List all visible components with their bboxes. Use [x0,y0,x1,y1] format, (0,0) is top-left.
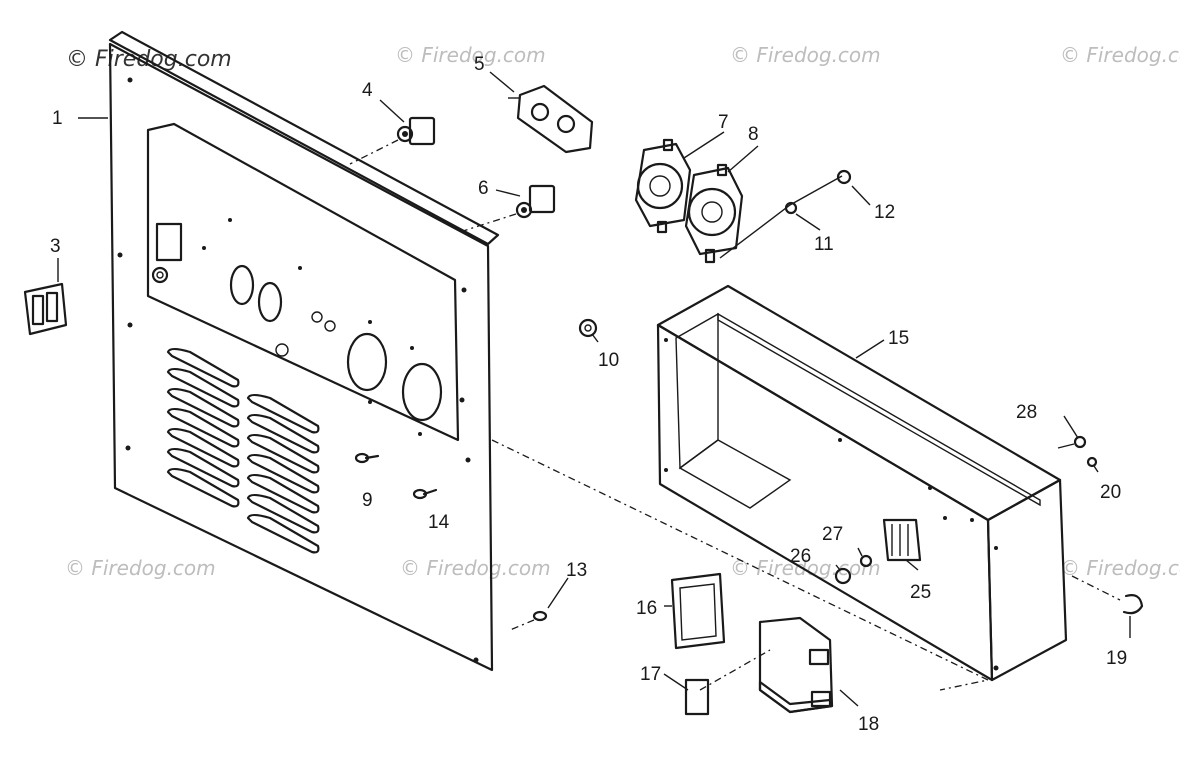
callout-6: 6 [478,178,489,199]
leader-lines [57,71,1131,707]
callout-10: 10 [598,350,619,371]
watermark-top-left: © Firedog.com [66,47,232,72]
terminal-strip [882,518,922,562]
callout-12: 12 [874,202,895,223]
callout-8: 8 [748,124,759,145]
assembly-line-panel-to-box [491,439,991,691]
grommet-19 [1071,575,1144,615]
screw-11 [784,201,798,215]
callout-27: 27 [822,524,843,545]
screw-28 [1057,435,1087,449]
mounting-bracket [699,616,834,714]
hex-nut-10 [578,318,598,338]
screw-14 [412,488,438,500]
washer-27 [859,554,873,568]
callout-3: 3 [50,236,61,257]
nut-26 [834,567,852,585]
callout-20: 20 [1100,482,1121,503]
screw-12 [836,169,852,185]
watermark-bottom-center: © Firedog.com [400,556,551,580]
clip-17 [684,678,710,716]
callout-15: 15 [888,328,909,349]
callout-4: 4 [362,80,373,101]
duplex-receptacle [508,84,594,154]
watermark-bottom-far-right: © Firedog.com [1060,556,1180,580]
rocker-switch [23,282,68,336]
callout-1: 1 [52,108,63,129]
callout-16: 16 [636,598,657,619]
watermark-top-center: © Firedog.com [395,43,546,67]
callout-13: 13 [566,560,587,581]
outlet-cover [670,572,726,650]
front-panel [108,30,500,672]
circuit-breaker-6 [459,184,556,233]
watermark-top-right: © Firedog.com [730,43,881,67]
watermark-bottom-left: © Firedog.com [65,556,216,580]
callout-9: 9 [362,490,373,511]
callout-labels: 1 3 4 5 6 7 8 9 10 11 12 13 14 15 16 17 … [50,54,1127,735]
screw-13 [509,610,548,631]
watermark-far-right: © Firedog.com [1060,43,1180,67]
callout-18: 18 [858,714,879,735]
callout-17: 17 [640,664,661,685]
callout-28: 28 [1016,402,1037,423]
callout-5: 5 [474,54,485,75]
callout-25: 25 [910,582,931,603]
screw-9 [354,452,380,464]
washer-20 [1086,456,1098,468]
callout-14: 14 [428,512,450,533]
callout-19: 19 [1106,648,1127,669]
mounting-screw-line [719,175,843,259]
twist-lock-receptacle-8 [684,163,744,264]
callout-26: 26 [790,546,811,567]
control-box-housing [656,284,1068,682]
twist-lock-receptacle-7 [634,138,692,234]
callout-7: 7 [718,112,729,133]
circuit-breaker-4 [349,116,436,165]
callout-11: 11 [814,234,834,255]
